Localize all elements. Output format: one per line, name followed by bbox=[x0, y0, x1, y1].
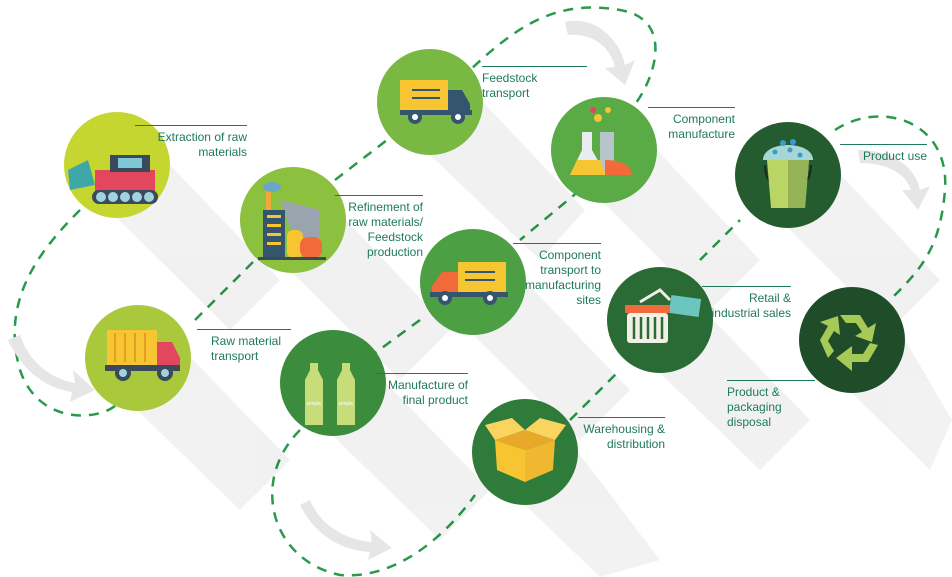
label-line: Retail & bbox=[748, 291, 791, 305]
label-line: Raw material bbox=[211, 334, 282, 348]
label-line: Feedstock transport bbox=[482, 71, 538, 100]
label-line: Component bbox=[672, 112, 735, 126]
flask-icon bbox=[570, 107, 632, 175]
stage-raw-material-transport[interactable] bbox=[85, 305, 191, 411]
label-line: Warehousing & bbox=[583, 422, 665, 436]
label-line: production bbox=[366, 245, 423, 259]
delivery-truck-icon bbox=[430, 262, 508, 305]
label-line: materials bbox=[198, 145, 247, 159]
stage-component-manufacture[interactable] bbox=[551, 97, 657, 203]
stage-retail[interactable] bbox=[607, 267, 713, 373]
flow-arrows bbox=[8, 20, 930, 560]
label-line: distribution bbox=[606, 437, 665, 451]
svg-text:simple: simple bbox=[307, 401, 322, 407]
label-retail: Retail &industrial sales bbox=[702, 286, 791, 321]
stage-component-transport[interactable] bbox=[420, 229, 526, 335]
box-icon bbox=[485, 418, 566, 482]
bulldozer-icon bbox=[68, 155, 158, 204]
stage-manufacture-final-product[interactable]: simple simple bbox=[280, 330, 386, 436]
stage-disposal[interactable] bbox=[799, 287, 905, 393]
label-line: packaging disposal bbox=[727, 400, 782, 429]
label-line: raw materials/ bbox=[348, 215, 423, 229]
stage-refinement[interactable] bbox=[240, 167, 346, 273]
label-line: transport bbox=[211, 349, 259, 363]
label-product-use: Product use bbox=[840, 144, 927, 164]
svg-text:simple: simple bbox=[339, 401, 354, 407]
bucket-icon bbox=[763, 139, 813, 208]
label-feedstock-transport: Feedstock transport bbox=[482, 66, 587, 101]
label-line: Product & bbox=[727, 385, 780, 399]
label-line: manufacture bbox=[668, 127, 735, 141]
label-line: transport to bbox=[540, 263, 601, 277]
delivery-truck-icon bbox=[400, 80, 472, 124]
label-line: manufacturing bbox=[524, 278, 601, 292]
factory-icon bbox=[258, 182, 326, 260]
stage-product-use[interactable] bbox=[735, 122, 841, 228]
label-disposal: Product &packaging disposal bbox=[727, 380, 815, 430]
dashed-flow-path bbox=[13, 6, 947, 577]
dump-truck-icon bbox=[105, 330, 180, 381]
label-line: final product bbox=[402, 393, 468, 407]
label-line: industrial sales bbox=[711, 306, 791, 320]
shopping-basket-icon bbox=[625, 288, 702, 343]
recycle-icon bbox=[820, 315, 878, 371]
label-line: Manufacture of bbox=[387, 378, 468, 392]
label-line: Feedstock bbox=[367, 230, 423, 244]
label-line: Product use bbox=[862, 149, 927, 163]
label-warehousing: Warehousing &distribution bbox=[578, 417, 665, 452]
label-line: sites bbox=[576, 293, 601, 307]
stage-warehousing[interactable] bbox=[472, 399, 578, 505]
cleaner-bottles-icon: simple simple bbox=[305, 363, 355, 425]
label-line: Refinement of bbox=[348, 200, 423, 214]
stage-extraction[interactable] bbox=[64, 112, 170, 218]
label-line: Component bbox=[538, 248, 601, 262]
label-line: Extraction of raw bbox=[157, 130, 247, 144]
stage-feedstock-transport[interactable] bbox=[377, 49, 483, 155]
